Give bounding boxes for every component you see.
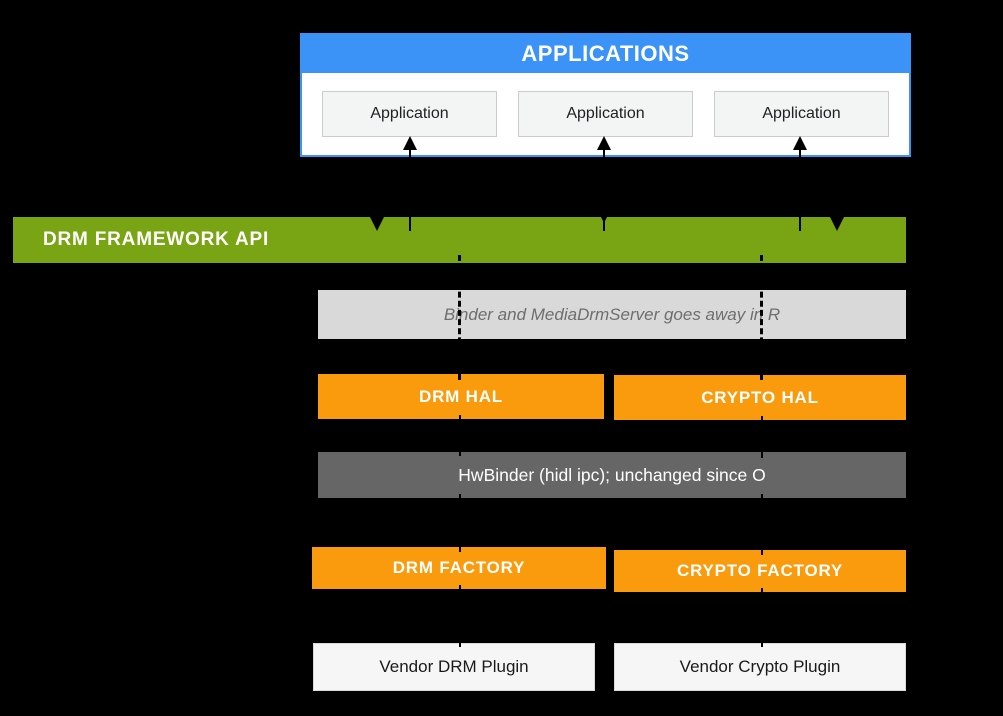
- arrow-up-icon: [597, 136, 611, 150]
- arrow-up-icon: [403, 136, 417, 150]
- binder-note-label: Binder and MediaDrmServer goes away in R: [443, 304, 781, 324]
- application-box: Application: [322, 91, 497, 137]
- applications-body: Application Application Application: [302, 73, 909, 155]
- dashed-connector-line: [760, 255, 763, 380]
- connector-line: [459, 494, 461, 552]
- connector-line: [459, 585, 461, 647]
- arrow-up-icon: [793, 136, 807, 150]
- hwbinder-box: HwBinder (hidl ipc); unchanged since O: [318, 452, 906, 498]
- vendor-drm-plugin-box: Vendor DRM Plugin: [313, 643, 595, 691]
- arrow-shaft: [799, 147, 801, 231]
- connector-line: [761, 416, 763, 458]
- application-box: Application: [714, 91, 889, 137]
- binder-note-box: Binder and MediaDrmServer goes away in R: [318, 290, 906, 339]
- arrow-down-icon: [370, 217, 384, 231]
- applications-header: APPLICATIONS: [302, 35, 909, 73]
- crypto-hal-box: CRYPTO HAL: [614, 375, 906, 420]
- connector-line: [459, 415, 461, 456]
- applications-panel: APPLICATIONS Application Application App…: [300, 33, 911, 157]
- drm-hal-box: DRM HAL: [318, 374, 604, 419]
- arrow-down-icon: [597, 209, 611, 223]
- connector-line: [761, 494, 763, 555]
- connector-line: [761, 588, 763, 647]
- vendor-crypto-plugin-box: Vendor Crypto Plugin: [614, 643, 906, 691]
- application-box: Application: [518, 91, 693, 137]
- drm-factory-box: DRM FACTORY: [312, 547, 606, 589]
- arrow-shaft: [603, 147, 605, 231]
- arrow-shaft: [409, 147, 411, 231]
- dashed-connector-line: [458, 255, 461, 380]
- crypto-factory-box: CRYPTO FACTORY: [614, 550, 906, 592]
- arrow-down-icon: [830, 217, 844, 231]
- drm-framework-api-label: DRM FRAMEWORK API: [43, 229, 270, 250]
